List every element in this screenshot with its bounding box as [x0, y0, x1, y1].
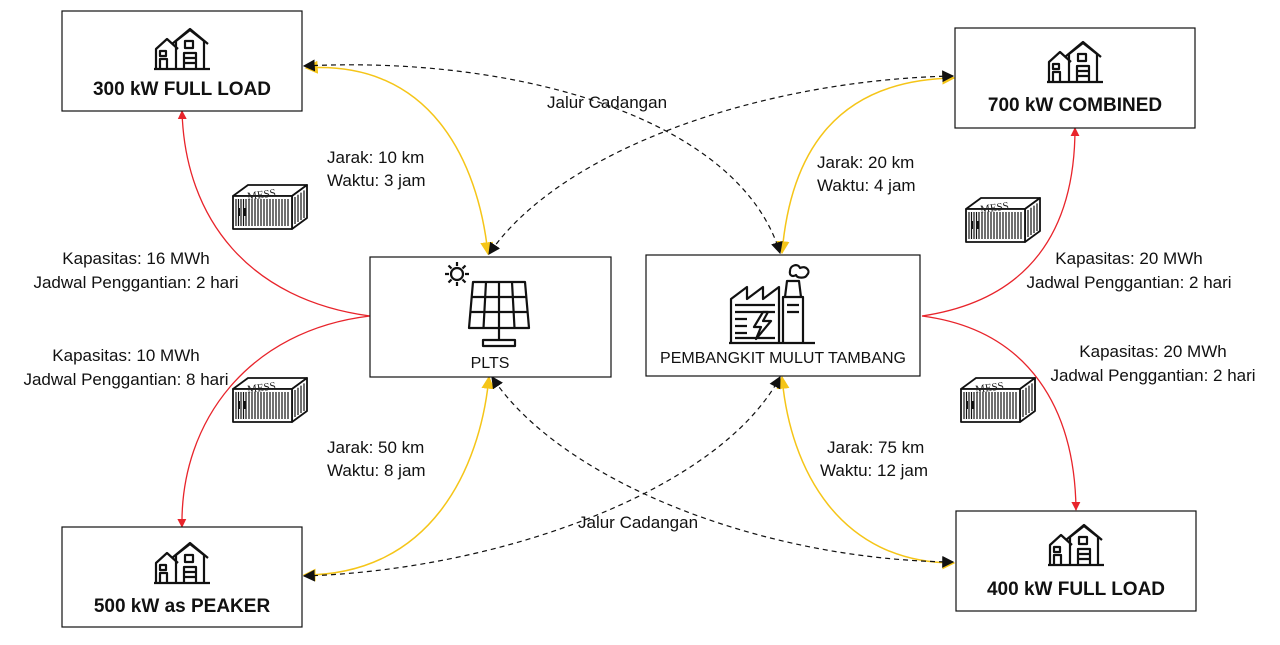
backup-route-label-bottom: Jalur Cadangan — [578, 513, 698, 532]
route-label-tr: Jarak: 20 km Waktu: 4 jam — [817, 153, 916, 195]
backup-route-top-b — [488, 70, 955, 255]
mess-route-br — [921, 315, 1081, 511]
plant-label: PLTS — [471, 355, 510, 372]
capacity-text: Kapasitas: 20 MWh — [1055, 249, 1202, 268]
mess-route-tl — [177, 110, 371, 317]
load-node-tl: 300 kW FULL LOAD — [61, 10, 303, 112]
load-node-br: 400 kW FULL LOAD — [955, 510, 1197, 612]
mess-label: MESS — [980, 200, 1010, 216]
load-node-bl: 500 kW as PEAKER — [61, 526, 303, 628]
duration-text: Waktu: 8 jam — [327, 461, 426, 480]
distance-text: Jarak: 10 km — [327, 148, 424, 167]
distance-text: Jarak: 20 km — [817, 153, 914, 172]
route-label-bl: Jarak: 50 km Waktu: 8 jam — [327, 438, 426, 480]
mess-label: MESS — [247, 380, 277, 396]
mess-route-tr — [921, 127, 1080, 317]
schedule-text: Jadwal Penggantian: 2 hari — [33, 273, 238, 292]
duration-text: Waktu: 4 jam — [817, 176, 916, 195]
mess-info-br: Kapasitas: 20 MWh Jadwal Penggantian: 2 … — [1050, 342, 1255, 385]
duration-text: Waktu: 3 jam — [327, 171, 426, 190]
distance-text: Jarak: 75 km — [827, 438, 924, 457]
plant-label: PEMBANGKIT MULUT TAMBANG — [660, 350, 906, 367]
capacity-text: Kapasitas: 16 MWh — [62, 249, 209, 268]
duration-text: Waktu: 12 jam — [820, 461, 928, 480]
route-label-br: Jarak: 75 km Waktu: 12 jam — [820, 438, 928, 480]
mess-label: MESS — [975, 380, 1005, 396]
plant-node-plts: PLTS — [369, 256, 612, 378]
backup-route-label-top: Jalur Cadangan — [547, 93, 667, 112]
distance-text: Jarak: 50 km — [327, 438, 424, 457]
mess-container-tl: MESS — [232, 184, 308, 230]
capacity-text: Kapasitas: 10 MWh — [52, 346, 199, 365]
mess-info-tl: Kapasitas: 16 MWh Jadwal Penggantian: 2 … — [33, 249, 238, 292]
schedule-text: Jadwal Penggantian: 2 hari — [1050, 366, 1255, 385]
mess-info-bl: Kapasitas: 10 MWh Jadwal Penggantian: 8 … — [23, 346, 228, 389]
mess-label: MESS — [247, 187, 277, 203]
capacity-text: Kapasitas: 20 MWh — [1079, 342, 1226, 361]
schedule-text: Jadwal Penggantian: 8 hari — [23, 370, 228, 389]
mess-route-bl — [177, 315, 371, 528]
connections — [177, 59, 1081, 582]
load-label: 300 kW FULL LOAD — [93, 79, 271, 100]
load-node-tr: 700 kW COMBINED — [954, 27, 1196, 129]
schedule-text: Jadwal Penggantian: 2 hari — [1026, 273, 1231, 292]
mess-info-tr: Kapasitas: 20 MWh Jadwal Penggantian: 2 … — [1026, 249, 1231, 292]
plant-node-mulut-tambang: PEMBANGKIT MULUT TAMBANG — [645, 254, 921, 377]
load-label: 500 kW as PEAKER — [94, 596, 271, 617]
load-label: 700 kW COMBINED — [988, 95, 1162, 116]
mess-container-br: MESS — [960, 377, 1036, 423]
load-label: 400 kW FULL LOAD — [987, 579, 1165, 600]
route-label-tl: Jarak: 10 km Waktu: 3 jam — [327, 148, 426, 190]
mess-container-bl: MESS — [232, 377, 308, 423]
mess-container-tr: MESS — [965, 197, 1041, 243]
